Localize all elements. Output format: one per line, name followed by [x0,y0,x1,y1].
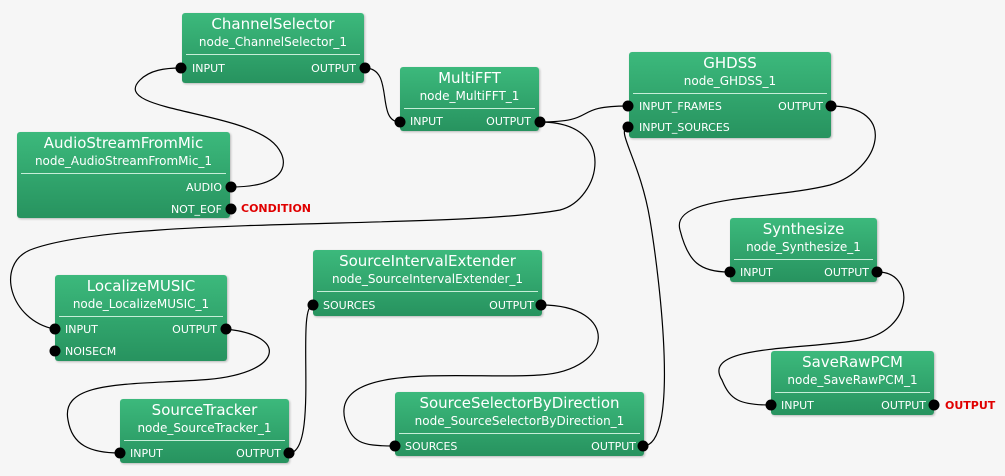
localizemusic-node[interactable]: LocalizeMUSIC node_LocalizeMUSIC_1 INPUT… [55,275,227,361]
sourceselectorbydirection-node[interactable]: SourceSelectorByDirection node_SourceSel… [395,392,644,456]
channelselector-output-port[interactable] [359,62,371,74]
node-id: node_SourceSelectorByDirection_1 [414,414,625,428]
noisecm-port-label: NOISECM [65,345,117,358]
sources-port-label: SOURCES [405,440,458,453]
node-separator [734,259,873,260]
wire-multifft-to-ghdss [539,105,629,123]
node-id: node_SourceIntervalExtender_1 [331,272,524,286]
node-title: MultiFFT [438,69,501,87]
input-port-label: INPUT [740,266,773,279]
input-port-label: INPUT [781,399,814,412]
channelselector-input-port[interactable] [175,62,187,74]
input-port-label: INPUT [410,115,443,128]
sources-port-label: SOURCES [323,299,376,312]
sourceselector-sources-port[interactable] [389,440,401,452]
sourceselector-output-port[interactable] [637,440,649,452]
node-id: node_Synthesize_1 [746,240,861,254]
input-sources-port-label: INPUT_SOURCES [639,121,730,134]
saverawpcm-node[interactable]: SaveRawPCM node_SaveRawPCM_1 INPUT OUTPU… [771,351,934,415]
ghdss-output-port[interactable] [825,100,837,112]
saverawpcm-output-port[interactable] [928,399,940,411]
condition-label: CONDITION [241,202,312,215]
sourcetracker-node[interactable]: SourceTracker node_SourceTracker_1 INPUT… [120,399,289,463]
ghdss-node[interactable]: GHDSS node_GHDSS_1 INPUT_FRAMES INPUT_SO… [629,52,831,138]
node-id: node_SaveRawPCM_1 [787,373,918,387]
node-title: AudioStreamFromMic [43,134,204,152]
node-title: ChannelSelector [211,15,335,33]
audio-port-label: AUDIO [186,181,222,194]
node-title: Synthesize [762,220,845,238]
sourceinterval-sources-port[interactable] [307,299,319,311]
input-frames-port-label: INPUT_FRAMES [639,100,722,113]
localizemusic-input-port[interactable] [49,323,61,335]
wire-tracker-to-interval [288,304,314,454]
output-port-label: OUTPUT [778,100,823,113]
localizemusic-output-port[interactable] [220,323,232,335]
sourcetracker-output-port[interactable] [283,447,295,459]
node-id: node_AudioStreamFromMic_1 [34,154,213,168]
node-title: GHDSS [703,54,757,72]
node-title: LocalizeMUSIC [86,277,196,295]
input-port-label: INPUT [130,447,163,460]
output-port-label: OUTPUT [824,266,869,279]
channelselector-node[interactable]: ChannelSelector node_ChannelSelector_1 I… [182,13,364,83]
node-title: SourceTracker [151,401,258,419]
node-separator [59,316,223,317]
node-separator [404,108,535,109]
multifft-node[interactable]: MultiFFT node_MultiFFT_1 INPUT OUTPUT [400,67,539,131]
synthesize-node[interactable]: Synthesize node_Synthesize_1 INPUT OUTPU… [730,218,877,282]
synthesize-output-port[interactable] [871,266,883,278]
node-separator [317,291,538,292]
sourcetracker-input-port[interactable] [114,447,126,459]
output-port-label: OUTPUT [311,62,356,75]
wire-channelselector-to-multifft [364,67,401,123]
input-port-label: INPUT [65,323,98,336]
node-separator [399,433,640,434]
node-id: node_LocalizeMUSIC_1 [72,297,210,311]
saverawpcm-input-port[interactable] [765,399,777,411]
output-port-label: OUTPUT [486,115,531,128]
localizemusic-noisecm-port[interactable] [49,345,61,357]
synthesize-input-port[interactable] [724,266,736,278]
node-separator [633,93,827,94]
output-port-label: OUTPUT [489,299,534,312]
node-title: SaveRawPCM [802,353,903,371]
audiostream-audio-port[interactable] [225,181,237,193]
node-title: SourceSelectorByDirection [419,394,620,412]
multifft-input-port[interactable] [394,116,406,128]
node-title: SourceIntervalExtender [339,252,516,270]
audiostream-not-eof-port[interactable] [225,203,237,215]
output-port-label: OUTPUT [881,399,926,412]
audiostreamfrommic-node[interactable]: AudioStreamFromMic node_AudioStreamFromM… [17,132,230,218]
node-id: node_GHDSS_1 [683,74,777,88]
network-output-label: OUTPUT [945,399,996,412]
output-port-label: OUTPUT [236,447,281,460]
node-separator [775,392,930,393]
sourceinterval-output-port[interactable] [535,299,547,311]
multifft-output-port[interactable] [534,116,546,128]
output-port-label: OUTPUT [172,323,217,336]
input-port-label: INPUT [192,62,225,75]
node-id: node_SourceTracker_1 [137,421,272,435]
node-separator [21,173,226,174]
sourceintervalextender-node[interactable]: SourceIntervalExtender node_SourceInterv… [313,250,542,316]
ghdss-input-sources-port[interactable] [622,121,634,133]
node-separator [124,440,285,441]
ghdss-input-frames-port[interactable] [622,100,634,112]
node-separator [186,54,360,55]
output-port-label: OUTPUT [591,440,636,453]
node-id: node_ChannelSelector_1 [198,35,348,49]
not-eof-port-label: NOT_EOF [170,203,222,216]
node-id: node_MultiFFT_1 [419,89,520,103]
